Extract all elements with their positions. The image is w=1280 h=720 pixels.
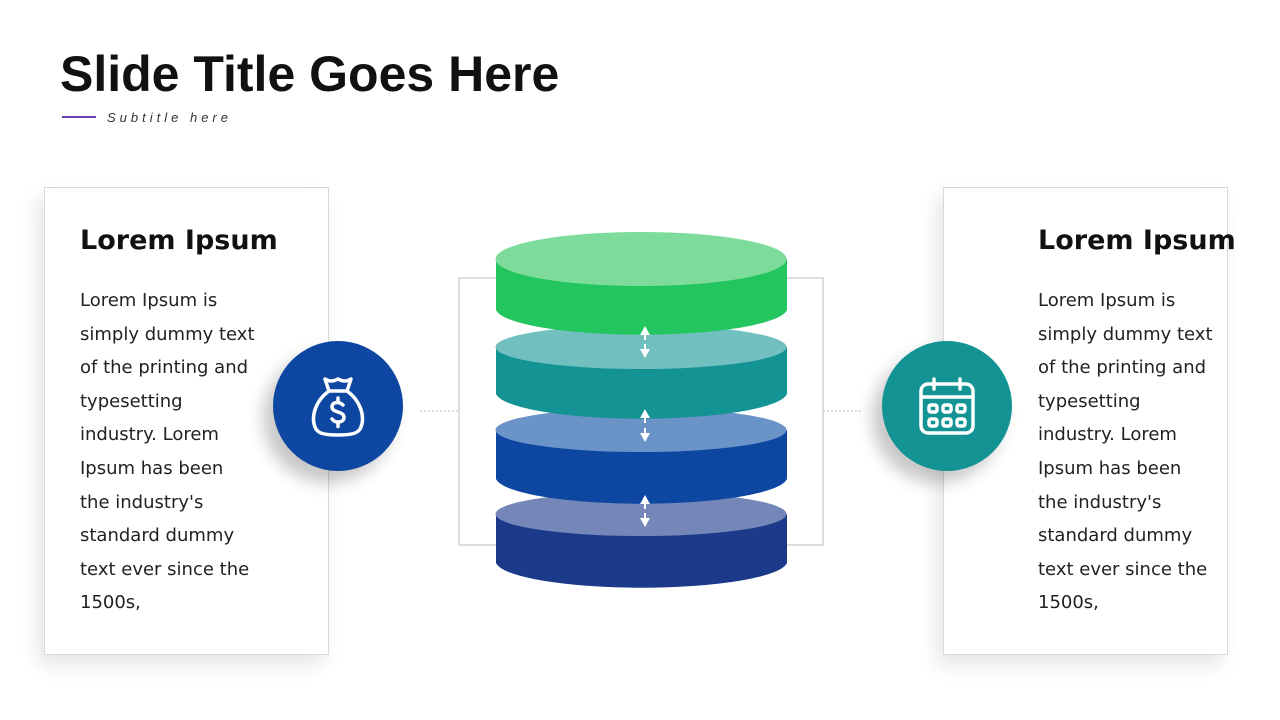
calendar-icon — [919, 377, 975, 435]
layer-4-top — [495, 492, 787, 536]
layer-2-top — [495, 325, 787, 369]
right-card-heading: Lorem Ipsum — [1038, 225, 1236, 256]
cylinder-layer-3 — [495, 408, 787, 504]
double-arrow-icon — [640, 409, 650, 442]
double-arrow-icon — [640, 495, 650, 527]
connector-lines — [420, 277, 862, 546]
right-card-body: Lorem Ipsum is simply dummy text of the … — [1038, 290, 1213, 614]
slide-title: Slide Title Goes Here — [60, 46, 560, 102]
money-circle — [273, 341, 403, 471]
cylinder-layer-1 — [495, 232, 787, 335]
double-arrow-icon — [640, 326, 650, 358]
left-text-card: Lorem Ipsum Lorem Ipsum is simply dummy … — [44, 187, 329, 655]
left-bracket-line — [458, 277, 496, 546]
right-bracket-line — [787, 277, 824, 546]
layer-1-top — [495, 232, 787, 286]
subtitle-accent-line — [62, 116, 96, 118]
layer-3-top — [495, 408, 787, 452]
slide-subtitle: Subtitle here — [107, 110, 232, 125]
calendar-circle — [882, 341, 1012, 471]
arrow-markers — [640, 326, 650, 527]
cylinder-layer-2 — [495, 325, 787, 419]
money-bag-icon — [311, 377, 365, 437]
left-card-heading: Lorem Ipsum — [80, 225, 278, 256]
left-card-body: Lorem Ipsum is simply dummy text of the … — [80, 290, 255, 614]
cylinder-layer-4 — [495, 492, 787, 588]
